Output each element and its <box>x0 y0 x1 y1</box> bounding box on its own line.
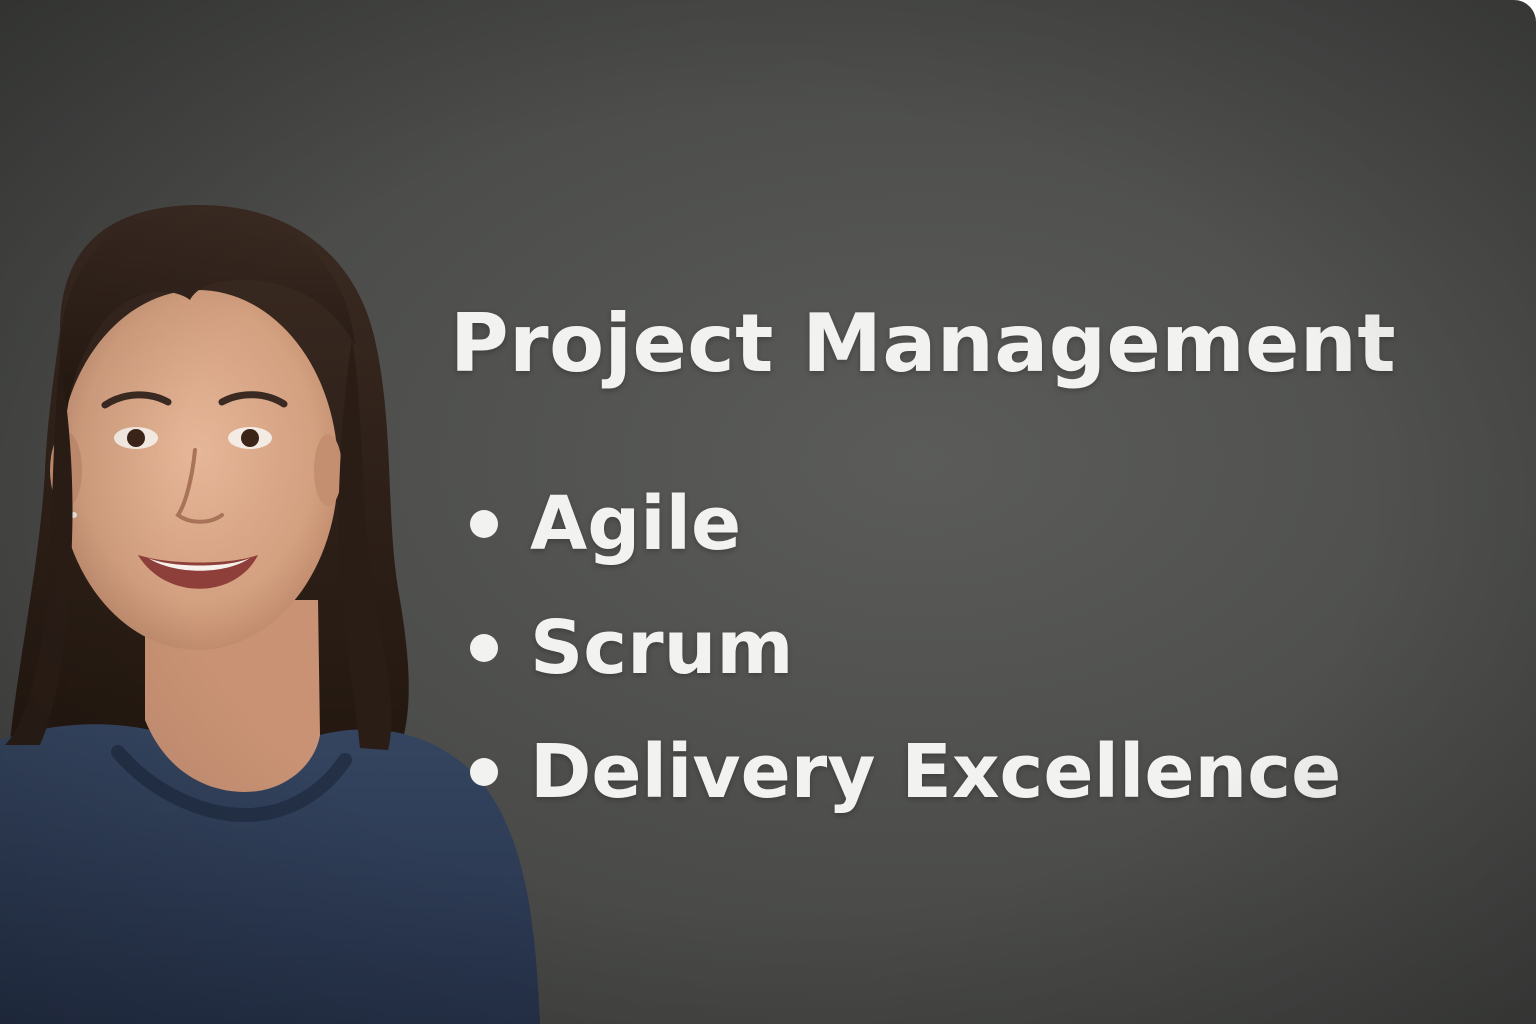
topic-label: Agile <box>530 481 742 567</box>
hair-front <box>59 210 355 420</box>
bullet-dot-icon <box>470 758 498 786</box>
topic-label: Delivery Excellence <box>530 729 1342 815</box>
bullet-dot-icon <box>470 634 498 662</box>
topic-list-item: Agile <box>470 462 1341 586</box>
woman-portrait-image <box>0 205 540 1024</box>
topic-list: Agile Scrum Delivery Excellence <box>470 462 1341 834</box>
face <box>58 290 338 650</box>
sweater <box>0 724 540 1024</box>
slide-title: Project Management <box>450 297 1397 390</box>
topic-list-item: Scrum <box>470 586 1341 710</box>
bullet-dot-icon <box>470 510 498 538</box>
topic-label: Scrum <box>530 605 794 691</box>
topic-list-item: Delivery Excellence <box>470 710 1341 834</box>
